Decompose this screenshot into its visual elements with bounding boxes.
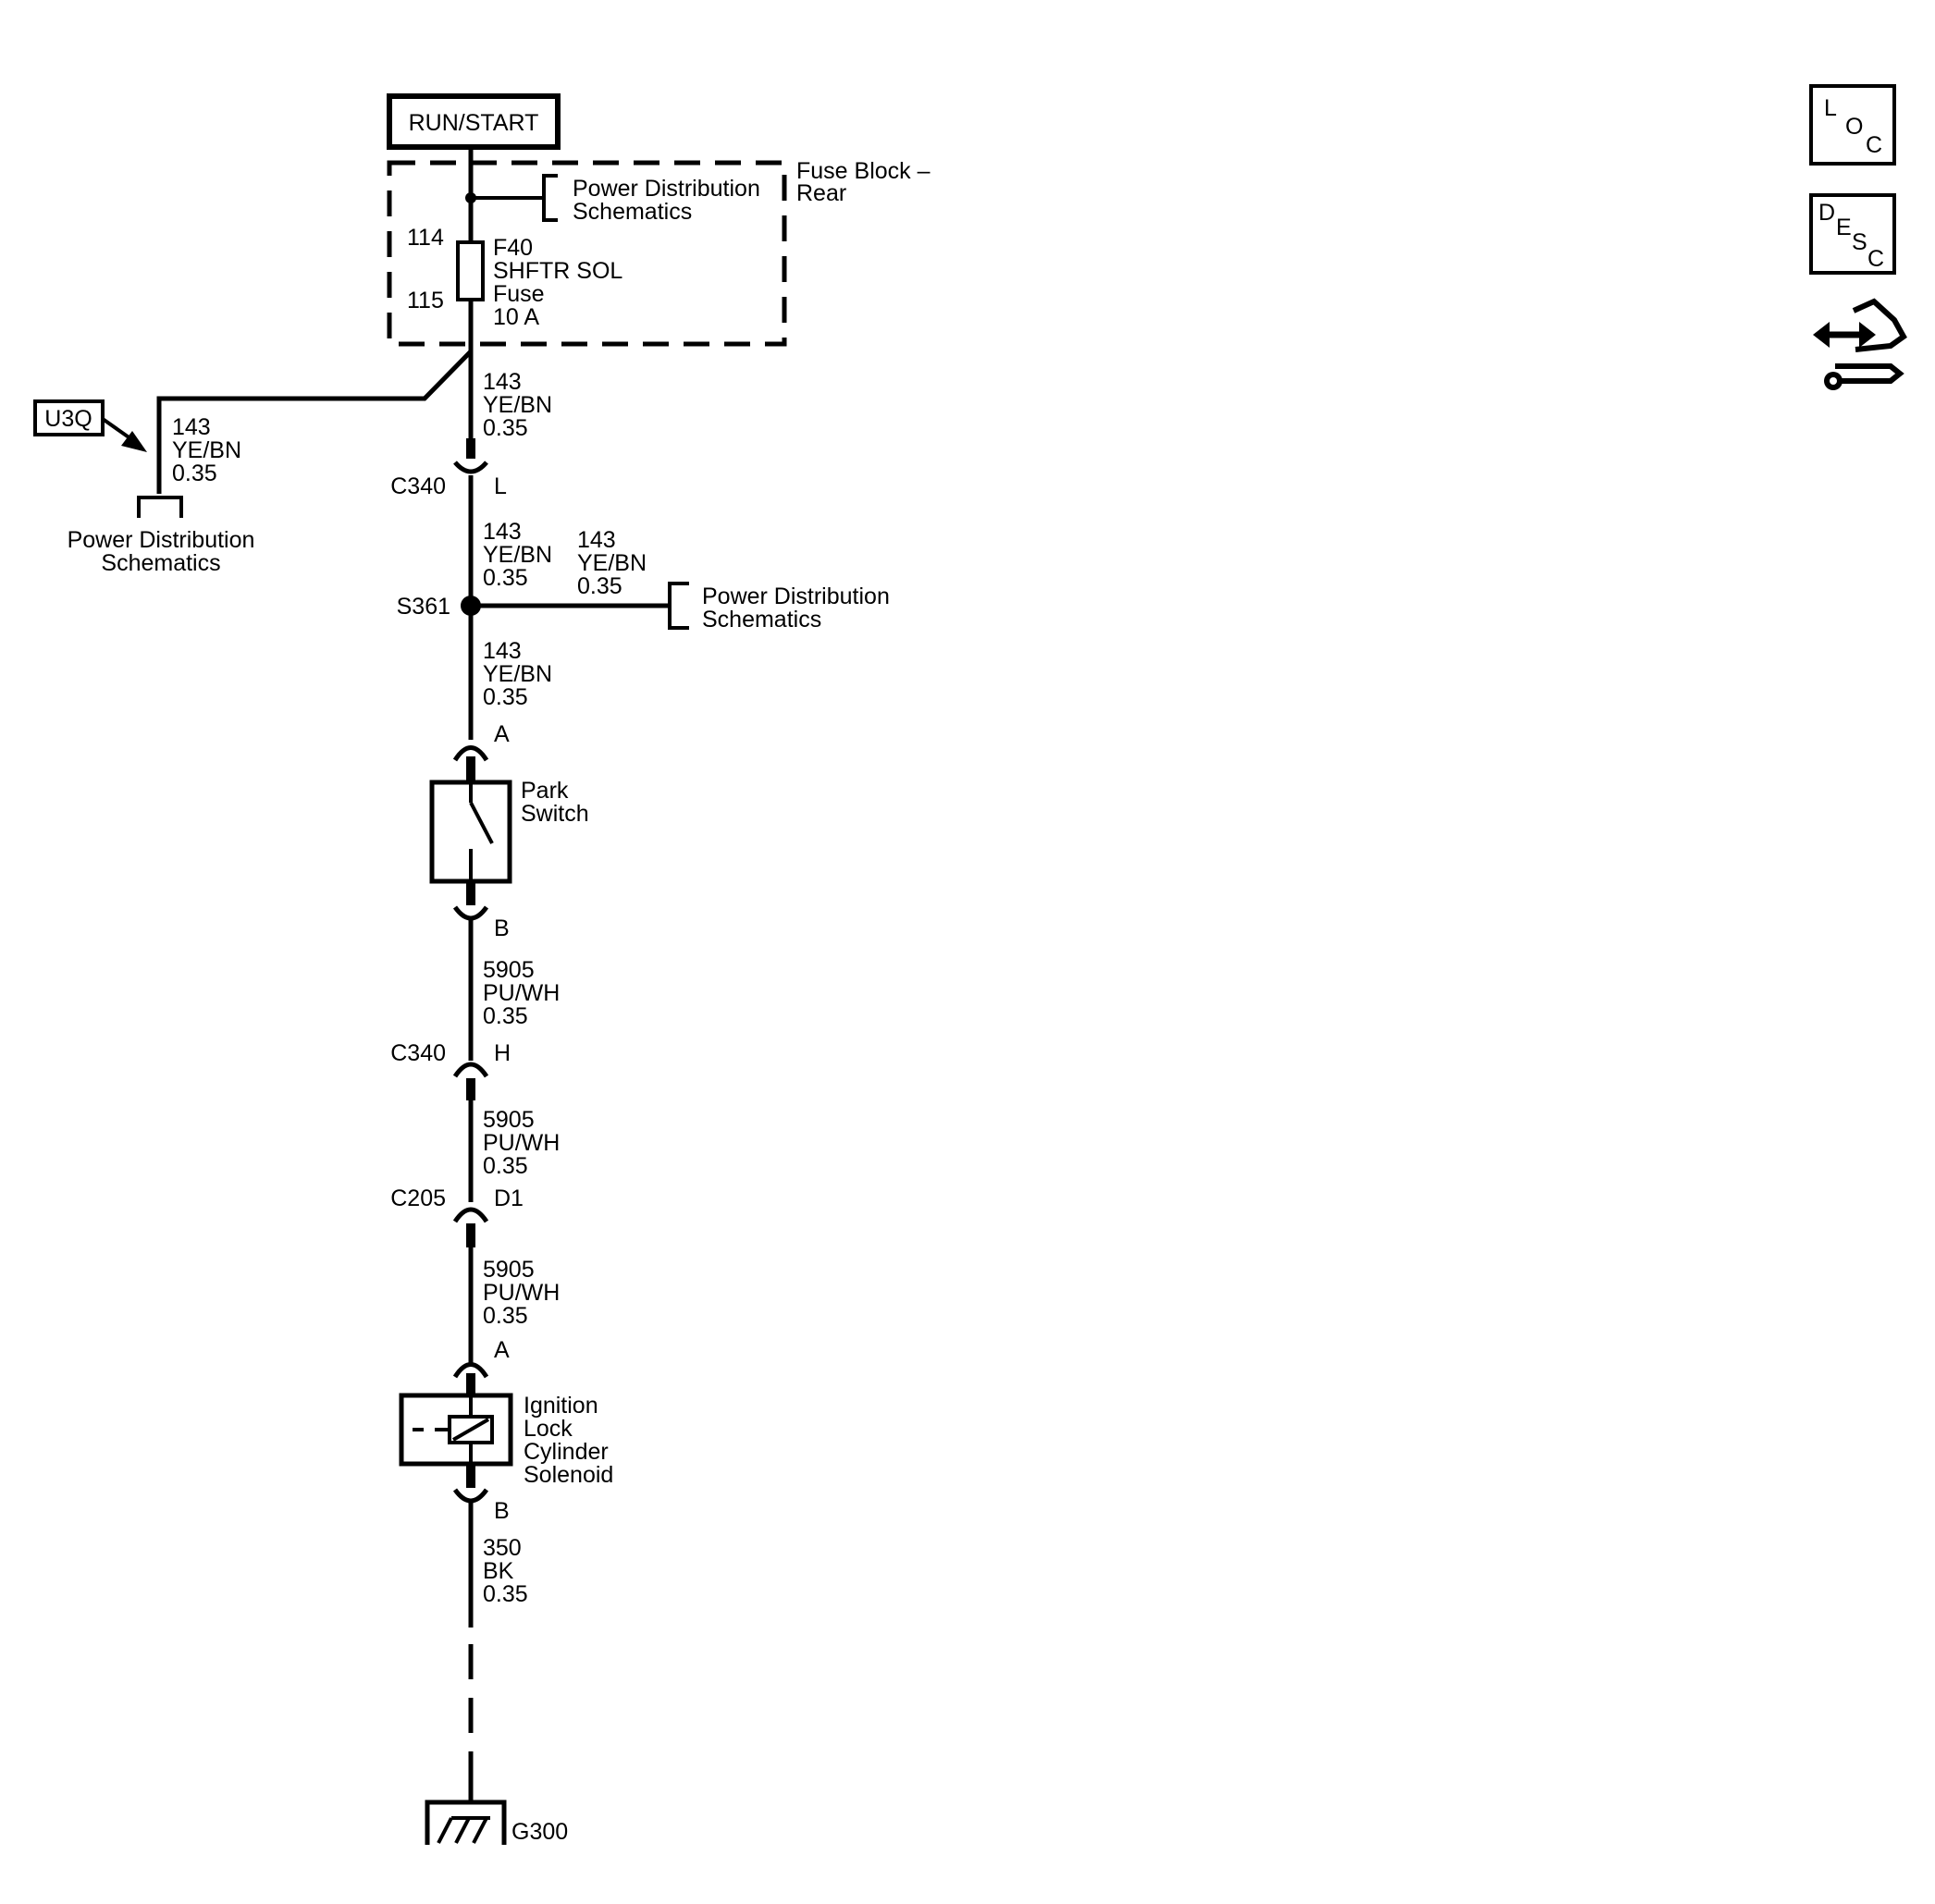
wire-1-gauge: 0.35	[483, 415, 528, 441]
park-switch-pin-a: A	[494, 721, 510, 747]
wire-3-gauge: 0.35	[577, 573, 622, 599]
connector-c205-pin: D1	[494, 1185, 524, 1211]
fuse-block-name-line2: Rear	[796, 180, 846, 206]
loc-button[interactable]: L O C	[1809, 84, 1896, 166]
wire-7-gauge: 0.35	[483, 1303, 528, 1329]
loc-letter-2: O	[1845, 114, 1863, 140]
connector-c340-top-pin: L	[494, 473, 507, 499]
wire-1-color: YE/BN	[483, 392, 552, 418]
connector-c205-name: C205	[390, 1185, 446, 1211]
wire-3-circuit: 143	[577, 527, 616, 553]
fuse-block-ref-line2: Schematics	[573, 199, 692, 225]
desc-letter-4: C	[1867, 246, 1884, 272]
wire-4-color: YE/BN	[483, 661, 552, 687]
desc-letter-3: S	[1852, 229, 1867, 255]
wire-3-color: YE/BN	[577, 550, 647, 576]
option-wire-color: YE/BN	[172, 437, 241, 463]
splice-ref-line1: Power Distribution	[702, 583, 890, 609]
park-switch-label-line2: Switch	[521, 801, 589, 827]
solenoid-label-line1: Ignition	[524, 1393, 598, 1419]
wire-5-gauge: 0.35	[483, 1003, 528, 1029]
splice-name: S361	[397, 594, 450, 620]
fuse-pin-115: 115	[407, 288, 444, 313]
wire-6-gauge: 0.35	[483, 1153, 528, 1179]
solenoid-label-line3: Cylinder	[524, 1439, 609, 1465]
ignition-lock-cylinder-solenoid: A Ignition Lock Cylinder Solenoid B	[399, 1337, 613, 1524]
wire-6-color: PU/WH	[483, 1130, 560, 1156]
wire-2-color: YE/BN	[483, 542, 552, 568]
connector-c340-top-name: C340	[390, 473, 446, 499]
option-ref-line1: Power Distribution	[68, 527, 255, 553]
connector-wrench-icon[interactable]	[1813, 298, 1907, 390]
ground-g300: G300	[425, 1785, 568, 1845]
fuse-block-rear: Fuse Block – Rear Power Distribution Sch…	[387, 158, 931, 347]
solenoid-label-line2: Lock	[524, 1416, 573, 1442]
loc-letter-1: L	[1824, 95, 1837, 121]
wire-1-circuit: 143	[483, 369, 522, 395]
ground-name: G300	[511, 1819, 568, 1845]
desc-button[interactable]: D E S C	[1809, 193, 1896, 275]
fuse-block-name-line1: Fuse Block –	[796, 158, 931, 184]
connector-c340-pin-h: C340 H	[390, 1040, 511, 1100]
fuse-rating: 10 A	[493, 304, 539, 330]
connector-c340-pin-l: C340 L	[390, 461, 507, 499]
desc-letter-2: E	[1836, 215, 1852, 240]
option-branch-u3q: U3Q 143 YE/BN 0.35 Power Distribution Sc…	[33, 350, 473, 576]
option-wire-gauge: 0.35	[172, 461, 217, 486]
park-switch-pin-b: B	[494, 915, 510, 941]
wire-5-circuit: 5905	[483, 957, 535, 983]
wire-4-gauge: 0.35	[483, 684, 528, 710]
splice-s361: S361 143 YE/BN 0.35 Power Distribution S…	[397, 527, 890, 633]
connector-c340-bottom-name: C340	[390, 1040, 446, 1066]
fuse-pin-114: 114	[407, 225, 444, 251]
option-wire-circuit: 143	[172, 414, 211, 440]
connector-c205-pin-d1: C205 D1	[390, 1185, 524, 1247]
power-source-label: RUN/START	[409, 110, 539, 136]
fuse-block-ref-line1: Power Distribution	[573, 176, 760, 202]
wire-7-circuit: 5905	[483, 1257, 535, 1283]
fuse-f40-symbol	[456, 240, 485, 301]
wire-7-color: PU/WH	[483, 1280, 560, 1306]
desc-letter-1: D	[1818, 200, 1835, 226]
fuse-type: Fuse	[493, 281, 545, 307]
wire-6-circuit: 5905	[483, 1107, 535, 1133]
solenoid-pin-b: B	[494, 1498, 510, 1524]
fuse-name: F40	[493, 235, 533, 261]
connector-c340-bottom-pin: H	[494, 1040, 511, 1066]
park-switch-label-line1: Park	[521, 778, 569, 804]
solenoid-pin-a: A	[494, 1337, 510, 1363]
option-code: U3Q	[44, 406, 92, 432]
option-ref-line2: Schematics	[101, 550, 220, 576]
power-source-run-start: RUN/START	[387, 93, 561, 150]
fuse-description: SHFTR SOL	[493, 258, 622, 284]
wire-8-gauge: 0.35	[483, 1581, 528, 1607]
wire-4-circuit: 143	[483, 638, 522, 664]
wire-8-color: BK	[483, 1558, 514, 1584]
solenoid-label-line4: Solenoid	[524, 1462, 613, 1488]
wire-8-circuit: 350	[483, 1535, 522, 1561]
splice-ref-line2: Schematics	[702, 607, 821, 633]
loc-letter-3: C	[1866, 132, 1882, 158]
wire-2-gauge: 0.35	[483, 565, 528, 591]
park-switch: A Park Switch B	[429, 721, 589, 941]
wire-2-circuit: 143	[483, 519, 522, 545]
wire-5-color: PU/WH	[483, 980, 560, 1006]
